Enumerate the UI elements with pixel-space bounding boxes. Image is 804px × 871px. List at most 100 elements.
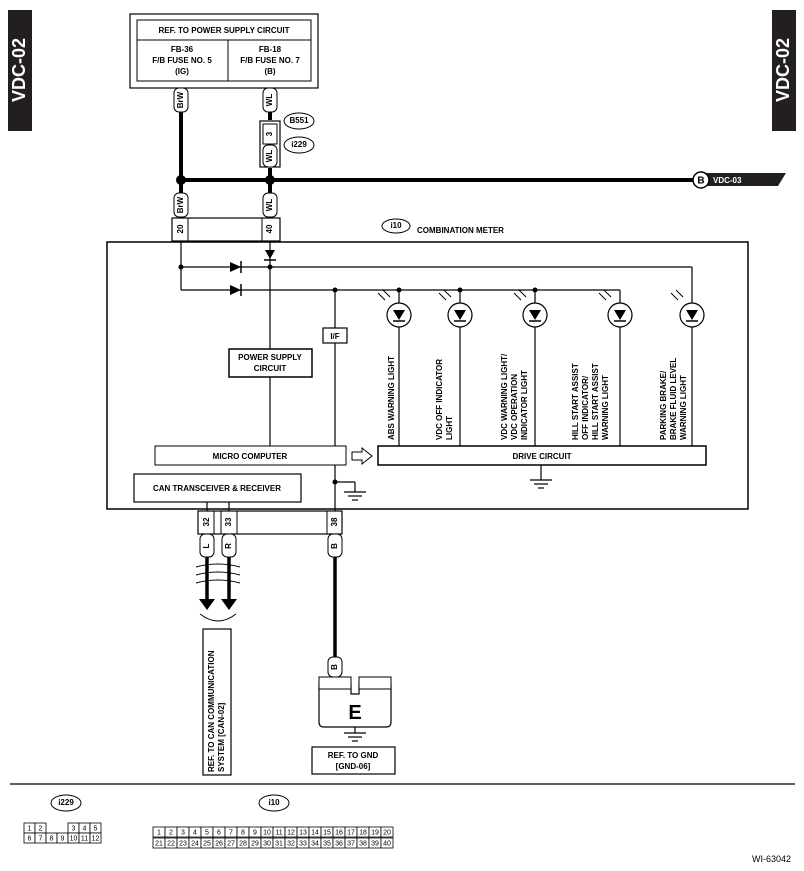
figure-id: WI-63042 — [752, 854, 791, 864]
fuse-left-line3: (IG) — [175, 67, 189, 76]
lamp-label-line: OFF INDICATOR/ — [581, 375, 590, 440]
lamp-label-line: PARKING BRAKE/ — [659, 370, 668, 440]
pin-number: 31 — [275, 840, 283, 847]
pin-number: 32 — [202, 517, 211, 526]
signal-arrow-icon — [351, 446, 373, 466]
pin-number: 9 — [61, 835, 65, 842]
lamp-label-vdc-off: VDC OFF INDICATOR LIGHT — [435, 359, 454, 440]
fuse-right-line3: (B) — [264, 67, 275, 76]
pin-number: 12 — [92, 835, 100, 842]
lamp-label-line: WARNING LIGHT — [679, 375, 688, 440]
pin-number: 9 — [253, 829, 257, 836]
shield-bracket — [199, 613, 237, 622]
pin-number: 7 — [229, 829, 233, 836]
pin-number: 23 — [179, 840, 187, 847]
pin-number: 13 — [299, 829, 307, 836]
fuse-right-line2: F/B FUSE NO. 7 — [240, 56, 300, 65]
power-supply-circuit-box: POWER SUPPLY CIRCUIT — [228, 348, 313, 378]
junction-dot — [265, 175, 275, 185]
lamp-label-line: LIGHT — [445, 416, 454, 440]
can-ref-line2: SYSTEM [CAN-02] — [217, 702, 226, 772]
micro-computer-box: MICRO COMPUTER — [154, 445, 347, 466]
wire-color-label: WL — [265, 150, 274, 163]
connector-tag-text: i10 — [390, 221, 402, 230]
pin-number: 22 — [167, 840, 175, 847]
fuse-right-line1: FB-18 — [259, 45, 282, 54]
lamp-label-parking-brake: PARKING BRAKE/ BRAKE FLUID LEVEL WARNING… — [659, 358, 688, 440]
power-supply-circuit-line2: CIRCUIT — [254, 364, 287, 373]
fuse-left-line1: FB-36 — [171, 45, 194, 54]
can-ref-line1: REF. TO CAN COMMUNICATION — [207, 650, 216, 772]
if-box: I/F — [322, 327, 348, 344]
pin-number: 38 — [330, 517, 339, 526]
pin-number: 3 — [181, 829, 185, 836]
offpage-ref-vdc03: B VDC-03 — [692, 171, 786, 189]
junction-dot — [176, 175, 186, 185]
connector-i10-bottom: 32 33 38 — [197, 510, 343, 535]
junction-dot — [178, 264, 184, 270]
pin-number: 3 — [72, 825, 76, 832]
junction-dot — [457, 287, 463, 293]
wire-color-label: B — [330, 543, 339, 549]
wire-label-brw-top: BrW — [173, 87, 189, 113]
pin-number: 1 — [28, 825, 32, 832]
lamp-label-line: ABS WARNING LIGHT — [387, 356, 396, 440]
drive-circuit-box: DRIVE CIRCUIT — [377, 445, 707, 466]
wire-color-label: WL — [265, 199, 274, 212]
junction-dot — [332, 287, 338, 293]
wire-color-label: L — [202, 543, 211, 548]
connector-tag-b551: B551 — [283, 112, 315, 130]
pin-number: 38 — [359, 840, 367, 847]
connector-tag-i10: i10 — [381, 218, 411, 234]
pin-number: 28 — [239, 840, 247, 847]
pin-number: 26 — [215, 840, 223, 847]
wire-color-label: B — [330, 664, 339, 670]
offpage-letter: B — [697, 176, 704, 187]
legend-i10-tag: i10 — [268, 798, 280, 807]
lamp-symbol — [438, 289, 473, 328]
pin-number: 39 — [371, 840, 379, 847]
legend-i229-tag: i229 — [58, 798, 74, 807]
wire-color-label: WL — [265, 94, 274, 107]
pin-number: 37 — [347, 840, 355, 847]
connector-tag-text: i229 — [291, 140, 307, 149]
ground-ref-line1: REF. TO GND — [328, 751, 379, 760]
lamp-symbol — [598, 289, 633, 328]
lamp-label-line: VDC WARNING LIGHT/ — [500, 353, 509, 440]
pin-number: 5 — [94, 825, 98, 832]
lamp-label-hill-start: HILL START ASSIST OFF INDICATOR/ HILL ST… — [571, 363, 610, 440]
can-transceiver-box: CAN TRANSCEIVER & RECEIVER — [133, 473, 302, 503]
pin-number: 20 — [176, 224, 185, 233]
twisted-pair-icon — [195, 563, 241, 584]
pin-number: 6 — [28, 835, 32, 842]
pin-number: 10 — [263, 829, 271, 836]
left-page-tab: VDC-02 — [8, 10, 32, 131]
ground-letter: E — [348, 702, 361, 724]
pin-number: 10 — [70, 835, 78, 842]
wire-color-label: R — [224, 543, 233, 549]
connector-i10-top: 20 40 — [171, 217, 281, 242]
lamp-label-line: HILL START ASSIST — [591, 363, 600, 440]
pin-number: 8 — [241, 829, 245, 836]
wire-label-wl-top: WL — [262, 87, 278, 113]
can-reference-box: REF. TO CAN COMMUNICATION SYSTEM [CAN-02… — [202, 628, 232, 776]
ground-ref-line2: [GND-06] — [336, 762, 371, 771]
pin-number: 11 — [275, 829, 282, 836]
pin-number: 16 — [335, 829, 343, 836]
down-arrow-icon — [199, 599, 215, 610]
ground-terminal-e: E — [318, 676, 392, 728]
fuse-left-line2: F/B FUSE NO. 5 — [152, 56, 212, 65]
micro-computer-label: MICRO COMPUTER — [213, 452, 288, 461]
drive-circuit-label: DRIVE CIRCUIT — [512, 452, 571, 461]
wire-color-label: BrW — [176, 91, 185, 108]
pin-number: 30 — [263, 840, 271, 847]
junction-dot — [267, 264, 273, 270]
lamp-label-line: WARNING LIGHT — [601, 375, 610, 440]
wire-label-b-bottom: B — [327, 656, 343, 678]
pin-number: 24 — [191, 840, 199, 847]
power-wires — [179, 88, 700, 218]
pin-number: 14 — [311, 829, 319, 836]
